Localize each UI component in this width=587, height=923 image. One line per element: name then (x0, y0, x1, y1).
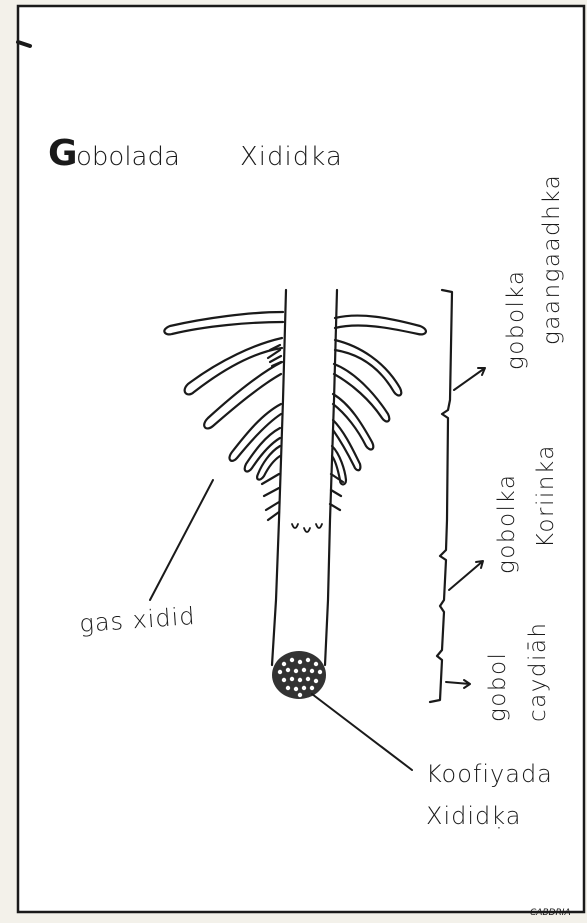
zone-division-line1: gobol (485, 652, 511, 722)
footer-credit: CABDRIA (530, 908, 571, 918)
title-initial: G (48, 133, 78, 174)
root-cap (272, 651, 326, 699)
title-word-1: obolada (76, 142, 180, 172)
zone-elongation-line1: gobolka (494, 474, 520, 574)
zone-maturation-line2: gaangaadhka (539, 174, 565, 345)
zone-elongation-line2: Koriinka (533, 444, 559, 548)
root-cap-label-line1: Koofiyada (426, 760, 553, 788)
title-word-2: Xididka (240, 142, 343, 172)
root-cap-label-line2: Xididḳa (426, 802, 521, 830)
zone-maturation-line1: gobolka (503, 270, 529, 370)
zone-division-line2: caydiāh (525, 621, 551, 722)
